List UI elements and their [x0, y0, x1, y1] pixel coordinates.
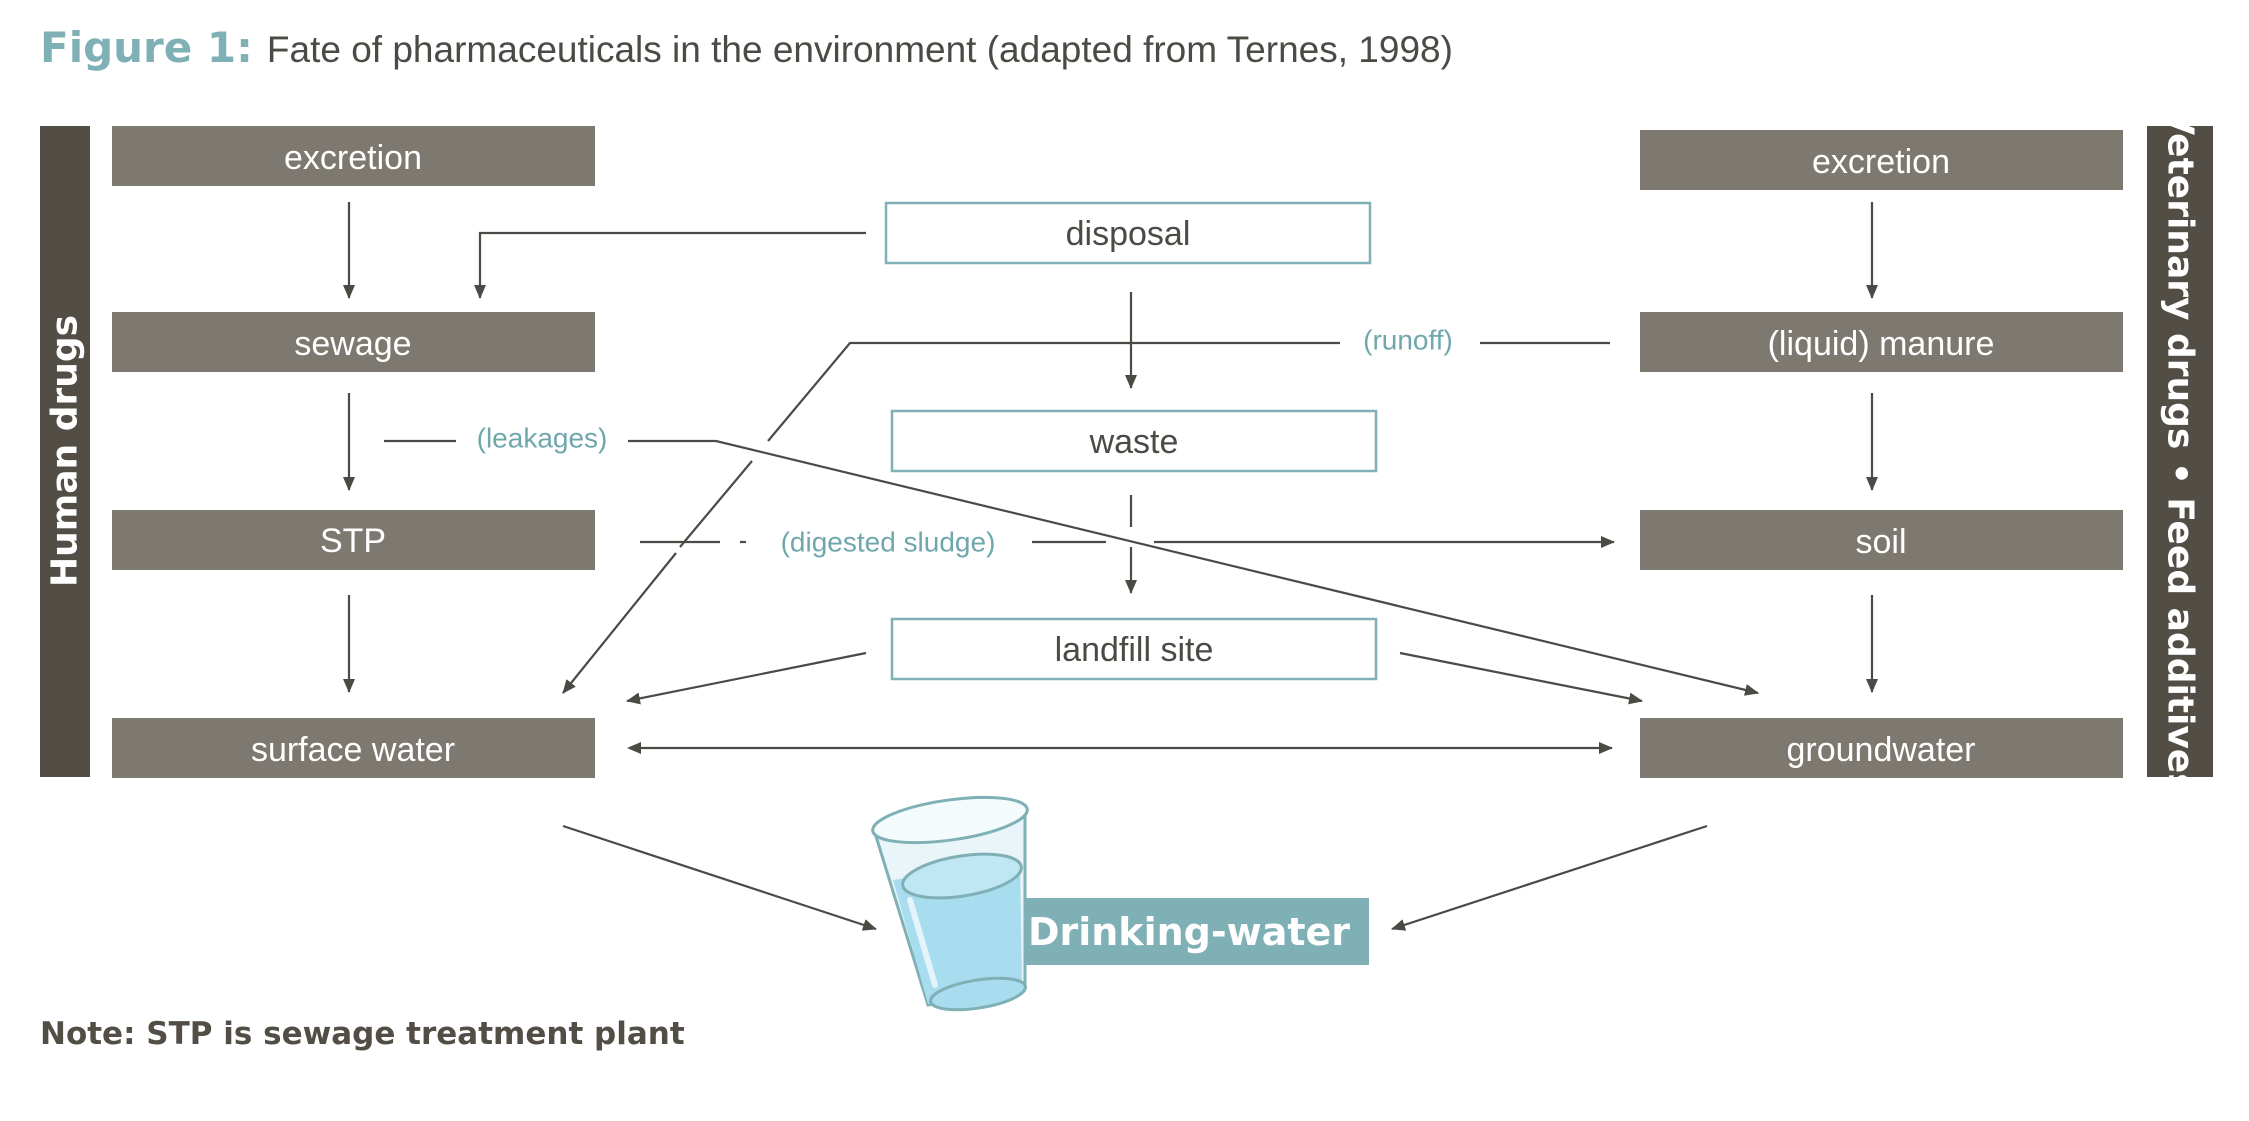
- box-disposal-label: disposal: [1066, 215, 1191, 253]
- box-human-excretion: excretion: [112, 126, 595, 186]
- footnote: Note: STP is sewage treatment plant: [40, 1016, 685, 1052]
- box-waste: waste: [890, 409, 1378, 473]
- figure-caption: Fate of pharmaceuticals in the environme…: [267, 29, 1453, 70]
- box-waste-label: waste: [1089, 423, 1179, 461]
- box-sewage: sewage: [112, 312, 595, 372]
- box-sewage-label: sewage: [294, 325, 411, 363]
- runoff-segment-left: [767, 341, 1340, 442]
- glass-icon: [871, 795, 1029, 1012]
- box-human-excretion-label: excretion: [284, 139, 422, 177]
- label-leakages: (leakages): [477, 423, 608, 454]
- veterinary-drugs-bar: [2147, 126, 2213, 777]
- box-stp-label: STP: [320, 522, 386, 560]
- box-vet-excretion: excretion: [1640, 130, 2123, 190]
- arrow-landfill-groundwater: [1399, 651, 1643, 705]
- arrow-surface-water-drinking: [562, 824, 877, 931]
- drinking-water-badge: Drinking-water: [1006, 898, 1369, 965]
- box-stp: STP: [112, 510, 595, 570]
- box-groundwater-label: groundwater: [1786, 731, 1975, 769]
- box-landfill-site: landfill site: [890, 617, 1378, 681]
- box-surface-water-label: surface water: [251, 731, 455, 769]
- veterinary-drugs-label: Veterinary drugs • Feed additives: [2160, 107, 2201, 794]
- box-vet-excretion-label: excretion: [1812, 143, 1950, 181]
- box-groundwater: groundwater: [1640, 718, 2123, 778]
- box-landfill-site-label: landfill site: [1055, 631, 1214, 669]
- figure-title: Figure 1: Fate of pharmaceuticals in the…: [40, 23, 1453, 72]
- box-soil: soil: [1640, 510, 2123, 570]
- human-drugs-label: Human drugs: [45, 315, 86, 587]
- label-digested-sludge: (digested sludge): [781, 527, 996, 558]
- arrow-disposal-sewage: [474, 231, 866, 299]
- arrow-landfill-surface-water: [626, 651, 867, 705]
- box-soil-label: soil: [1855, 523, 1906, 561]
- arrow-leakages-groundwater: [628, 439, 1759, 696]
- human-drugs-bar: [40, 126, 90, 777]
- label-runoff: (runoff): [1363, 325, 1453, 356]
- box-liquid-manure: (liquid) manure: [1640, 312, 2123, 372]
- box-surface-water: surface water: [112, 718, 595, 778]
- drinking-water-label: Drinking-water: [1028, 910, 1350, 954]
- runoff-segment-mid: [679, 460, 753, 548]
- box-liquid-manure-label: (liquid) manure: [1768, 325, 1995, 363]
- figure-label: Figure 1:: [40, 23, 253, 72]
- arrow-runoff-surface-water: [562, 552, 677, 694]
- arrow-groundwater-drinking: [1391, 824, 1708, 931]
- box-disposal: disposal: [884, 201, 1372, 265]
